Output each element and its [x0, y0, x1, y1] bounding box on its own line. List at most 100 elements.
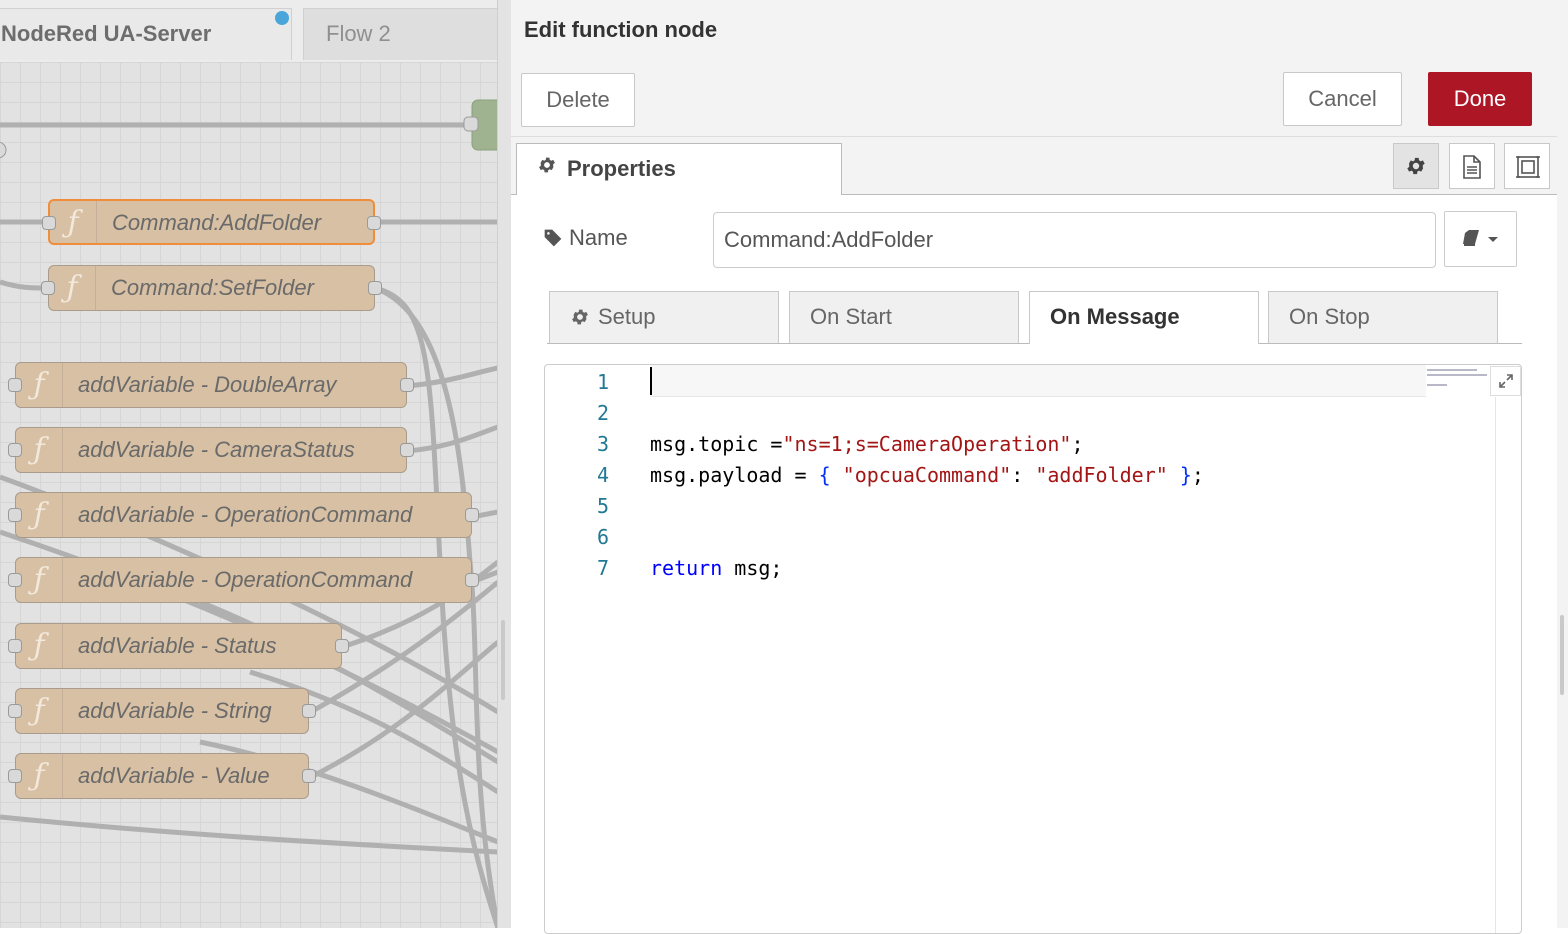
tray-scrollbar[interactable]	[1557, 0, 1568, 928]
tray-title: Edit function node	[524, 17, 718, 42]
function-icon: ƒ	[16, 754, 63, 798]
tab-setup[interactable]: Setup	[549, 291, 779, 343]
function-node-addvariable-operationcommand[interactable]: ƒ addVariable - OperationCommand	[8, 492, 479, 538]
input-port[interactable]	[8, 378, 22, 392]
line-number: 6	[596, 525, 609, 549]
input-port[interactable]	[8, 704, 22, 718]
code-string: "ns=1;s=CameraOperation"	[782, 432, 1072, 456]
tag-icon	[544, 229, 562, 247]
tab-on-start[interactable]: On Start	[789, 291, 1019, 343]
tab-flow-2[interactable]: Flow 2	[303, 8, 498, 60]
code-editor[interactable]: 1 2 3 4 5 6 7 msg.topic ="ns=1;s=CameraO…	[544, 364, 1522, 934]
name-input[interactable]	[713, 212, 1436, 268]
tab-on-message[interactable]: On Message	[1029, 291, 1259, 344]
function-node-addvariable-operationcommand-2[interactable]: ƒ addVariable - OperationCommand	[8, 557, 479, 603]
properties-tab-bar: Properties	[511, 137, 1557, 195]
node-label: Command:SetFolder	[111, 275, 314, 300]
node-label: addVariable - String	[78, 698, 272, 723]
code-minimap[interactable]	[1427, 369, 1495, 399]
text-cursor	[650, 367, 652, 395]
code-token: msg;	[722, 556, 783, 580]
node-label: addVariable - Status	[78, 633, 277, 658]
input-port[interactable]	[42, 216, 56, 230]
editor-scrollbar[interactable]	[1495, 397, 1496, 933]
done-button[interactable]: Done	[1428, 72, 1532, 126]
node-appearance-button[interactable]	[1504, 143, 1550, 189]
code-brace: {	[818, 463, 831, 487]
wire	[249, 669, 498, 795]
line-number: 3	[596, 432, 609, 456]
name-label: Name	[569, 225, 628, 250]
input-port[interactable]	[8, 443, 22, 457]
code-line-3: msg.topic ="ns=1;s=CameraOperation";	[650, 432, 1083, 456]
splitter-grip-handle[interactable]	[501, 620, 505, 700]
library-menu-button[interactable]	[1444, 211, 1517, 267]
function-node-addvariable-status[interactable]: ƒ addVariable - Status	[8, 623, 349, 669]
function-icon: ƒ	[16, 558, 63, 602]
expand-editor-button[interactable]	[1490, 366, 1521, 396]
tab-on-stop[interactable]: On Stop	[1268, 291, 1498, 343]
output-port[interactable]	[368, 281, 382, 295]
node-label: addVariable - DoubleArray	[78, 372, 337, 397]
output-port[interactable]	[400, 443, 414, 457]
appearance-icon	[1516, 156, 1540, 178]
partial-port	[463, 116, 479, 132]
wire	[406, 365, 498, 389]
input-port[interactable]	[8, 769, 22, 783]
node-label: addVariable - CameraStatus	[78, 437, 355, 462]
input-port[interactable]	[41, 281, 55, 295]
tab-properties-label: Properties	[567, 156, 676, 181]
code-token: ;	[1191, 463, 1204, 487]
input-port[interactable]	[8, 573, 22, 587]
tab-on-message-label: On Message	[1050, 304, 1180, 329]
tray-resize-splitter[interactable]	[497, 0, 511, 928]
code-token: msg.topic =	[650, 432, 783, 456]
description-icon	[1463, 155, 1481, 179]
wire	[199, 739, 498, 845]
function-node-addvariable-doublearray[interactable]: ƒ addVariable - DoubleArray	[8, 362, 414, 408]
delete-button[interactable]: Delete	[521, 73, 635, 127]
cancel-button[interactable]: Cancel	[1283, 72, 1402, 126]
code-brace: }	[1179, 463, 1192, 487]
function-node-addvariable-camerastatus[interactable]: ƒ addVariable - CameraStatus	[8, 427, 414, 473]
tab-properties[interactable]: Properties	[516, 143, 842, 195]
wire	[307, 580, 498, 716]
input-port[interactable]	[8, 508, 22, 522]
output-port[interactable]	[465, 508, 479, 522]
line-number: 5	[596, 494, 609, 518]
function-icon: ƒ	[16, 428, 63, 472]
partial-port	[0, 141, 7, 159]
workspace-tab-bar: NodeRed UA-Server Flow 2	[0, 0, 498, 62]
code-token: ;	[1071, 432, 1084, 456]
line-number: 4	[596, 463, 609, 487]
function-node-addvariable-value[interactable]: ƒ addVariable - Value	[8, 753, 316, 799]
input-port[interactable]	[8, 639, 22, 653]
output-port[interactable]	[400, 378, 414, 392]
line-number: 2	[596, 401, 609, 425]
output-port[interactable]	[302, 704, 316, 718]
output-port[interactable]	[367, 216, 381, 230]
node-label: Command:AddFolder	[112, 210, 322, 235]
function-node-command-setfolder[interactable]: ƒ Command:SetFolder	[41, 265, 382, 311]
code-keyword: return	[650, 556, 723, 580]
function-node-addvariable-string[interactable]: ƒ addVariable - String	[8, 688, 316, 734]
tab-label: NodeRed UA-Server	[1, 21, 212, 46]
output-port[interactable]	[302, 769, 316, 783]
flow-canvas[interactable]: ƒ Command:AddFolder ƒ Command:SetFolder …	[0, 62, 498, 928]
tray-scrollbar-grip[interactable]	[1560, 615, 1564, 695]
wire	[0, 529, 498, 755]
output-port[interactable]	[335, 639, 349, 653]
line-number: 1	[596, 370, 609, 394]
line-number: 7	[596, 556, 609, 580]
node-properties-button[interactable]	[1393, 143, 1439, 189]
wire	[406, 424, 498, 454]
chevron-down-icon	[1488, 237, 1498, 242]
output-port[interactable]	[465, 573, 479, 587]
function-icon: ƒ	[16, 624, 63, 668]
node-description-button[interactable]	[1449, 143, 1495, 189]
code-string: "addFolder"	[1035, 463, 1168, 487]
function-node-command-addfolder[interactable]: ƒ Command:AddFolder	[42, 199, 381, 245]
function-icon: ƒ	[49, 266, 96, 310]
edit-tray: Edit function node Delete Cancel Done Pr…	[511, 0, 1557, 934]
tab-nodered-ua-server[interactable]: NodeRed UA-Server	[0, 8, 292, 60]
